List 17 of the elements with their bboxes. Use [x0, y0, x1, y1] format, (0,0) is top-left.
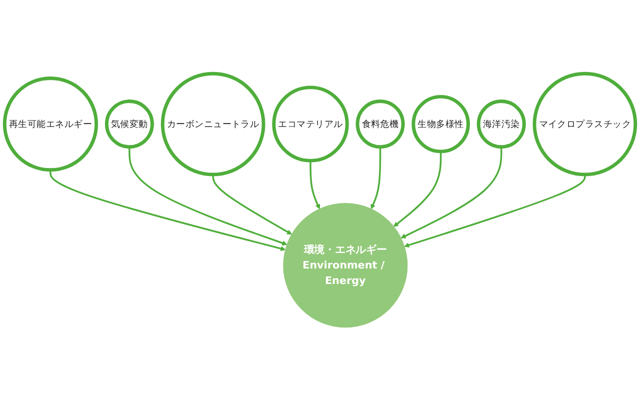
node-circle: 再生可能エネルギー	[2, 76, 98, 172]
arrow	[128, 146, 288, 246]
node-circle: 海洋汚染	[476, 99, 526, 148]
node-circle: エコマテリアル	[272, 85, 349, 162]
node-circle: 環境・エネルギー Environment / Energy	[283, 202, 408, 328]
node-circle: 生物多様性	[412, 94, 470, 153]
arrow	[394, 151, 442, 226]
node-circle: 食料危機	[356, 99, 405, 148]
arrow	[212, 174, 292, 234]
arrow	[50, 169, 286, 251]
node-circle: カーボンニュートラル	[160, 71, 266, 176]
arrow	[404, 174, 586, 248]
node-circle: マイクロプラスチック	[532, 71, 638, 176]
arrow	[400, 146, 502, 238]
arrow	[370, 146, 382, 209]
node-circle: 気候変動	[104, 99, 154, 148]
arrow	[310, 160, 320, 209]
